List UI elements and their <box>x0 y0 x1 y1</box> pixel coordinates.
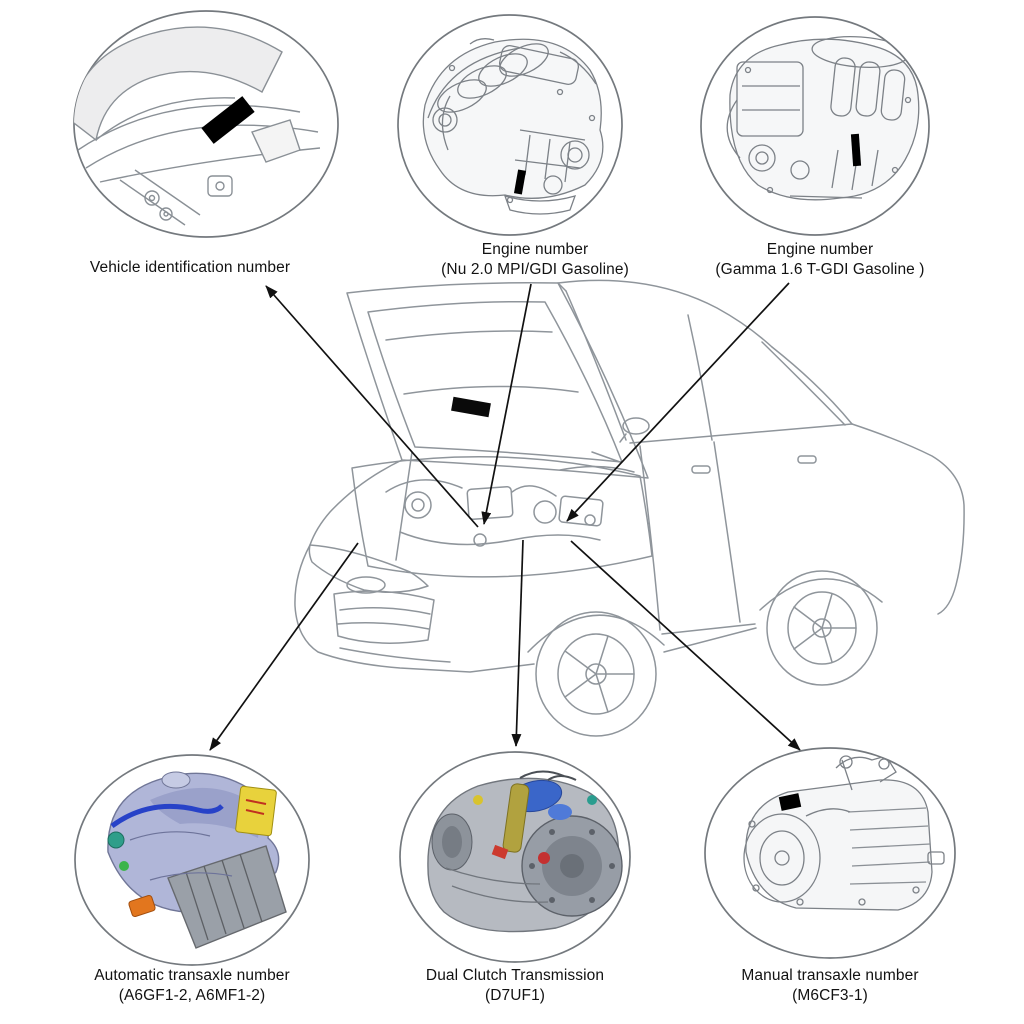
label-dct: Dual Clutch Transmission (D7UF1) <box>365 966 665 1006</box>
spec-label-icon <box>235 785 277 837</box>
open-hood <box>346 281 649 561</box>
dct-title: Dual Clutch Transmission <box>425 967 605 984</box>
arrow-engine-gamma <box>566 282 790 522</box>
front-wheel <box>527 611 665 737</box>
auto-transaxle-subtitle: (A6GF1-2, A6MF1-2) <box>118 987 266 1004</box>
gamma-engine-illustration <box>726 36 920 201</box>
dct-illustration <box>427 770 623 933</box>
engine-number-stamp-gamma-icon <box>850 133 862 167</box>
torque-converter-housing <box>167 845 287 949</box>
engine-nu-subtitle: (Nu 2.0 MPI/GDI Gasoline) <box>441 261 629 278</box>
blue-tube-icon <box>110 803 224 829</box>
car-illustration <box>294 279 965 737</box>
callout-circle-dct <box>399 751 631 963</box>
callout-circle-manual-transaxle <box>704 747 956 959</box>
manual-transaxle-title: Manual transaxle number <box>741 967 919 984</box>
callout-circle-vin <box>73 10 339 238</box>
vin-location-illustration <box>74 26 321 226</box>
callout-circle-engine-nu <box>397 14 623 236</box>
arrow-dct <box>511 539 524 747</box>
vin-label-text: Vehicle identification number <box>89 259 291 276</box>
label-engine-nu: Engine number (Nu 2.0 MPI/GDI Gasoline) <box>385 240 685 280</box>
arrow-to-vin <box>265 285 479 528</box>
label-engine-gamma: Engine number (Gamma 1.6 T-GDI Gasoline … <box>665 240 975 280</box>
engine-number-stamp-nu-icon <box>513 169 527 195</box>
arrow-engine-nu <box>481 283 532 525</box>
engine-bay <box>351 451 653 578</box>
label-vin: Vehicle identification number <box>40 258 340 278</box>
arrow-auto-transaxle <box>209 542 359 751</box>
car-front-end <box>294 459 535 673</box>
nu-engine-illustration <box>422 38 604 215</box>
callout-circle-engine-gamma <box>700 16 930 236</box>
callout-circle-auto-transaxle <box>74 754 310 966</box>
manual-transaxle-illustration <box>743 755 945 911</box>
arrow-manual-transaxle <box>570 540 801 751</box>
auto-transaxle-illustration <box>107 771 287 949</box>
engine-gamma-title: Engine number <box>766 241 874 258</box>
callout-arrows <box>209 282 801 751</box>
dct-subtitle: (D7UF1) <box>484 987 546 1004</box>
transaxle-number-stamp-icon <box>778 793 802 811</box>
kia-badge-icon <box>346 576 386 594</box>
label-manual-transaxle: Manual transaxle number (M6CF3-1) <box>680 966 980 1006</box>
actuator-icon <box>502 783 530 853</box>
auto-transaxle-title: Automatic transaxle number <box>94 967 290 984</box>
engine-nu-title: Engine number <box>481 241 589 258</box>
engine-gamma-subtitle: (Gamma 1.6 T-GDI Gasoline ) <box>715 261 925 278</box>
label-auto-transaxle: Automatic transaxle number (A6GF1-2, A6M… <box>42 966 342 1006</box>
manual-transaxle-subtitle: (M6CF3-1) <box>792 987 868 1004</box>
vin-plate-icon <box>201 96 255 144</box>
hood-info-plate-icon <box>451 396 491 418</box>
rear-wheel <box>759 570 883 686</box>
